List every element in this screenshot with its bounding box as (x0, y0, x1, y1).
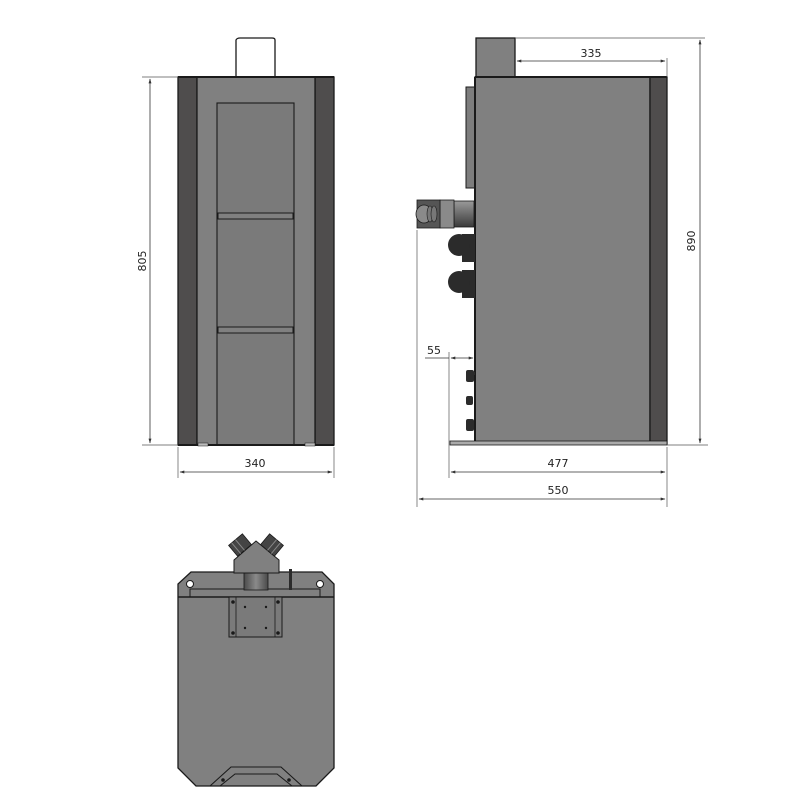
side-rear-panel (465, 86, 476, 189)
top-y-outlet-right (260, 533, 284, 557)
front-door (216, 102, 295, 446)
side-view: 335 890 55 477 550 (415, 37, 708, 507)
side-body (474, 76, 651, 445)
side-total-depth-label: 550 (548, 484, 569, 497)
water-connection-1 (448, 234, 475, 262)
front-door-divider-1 (217, 212, 294, 220)
small-valves (466, 370, 475, 431)
exhaust-pipe-connector (415, 199, 475, 229)
side-foot-offset-label: 55 (427, 344, 441, 357)
front-top-handle (235, 37, 276, 76)
top-corner-hole-left (186, 580, 194, 588)
front-view: 805 340 (136, 37, 335, 478)
side-body-depth-label: 477 (548, 457, 569, 470)
top-mounting-plate (228, 596, 283, 638)
side-flue-offset-label: 335 (581, 47, 602, 60)
top-front-handle (209, 766, 303, 787)
front-left-side-panel (177, 76, 198, 446)
side-base-plate (449, 440, 668, 446)
front-height-label: 805 (136, 251, 149, 272)
top-y-splitter (233, 540, 280, 574)
top-body (177, 571, 335, 787)
top-y-outlet-left (228, 533, 252, 557)
side-flue-box (475, 37, 516, 78)
front-door-divider-2 (217, 326, 294, 334)
side-front-panel (649, 76, 668, 445)
front-width-label: 340 (245, 457, 266, 470)
top-view (177, 533, 335, 787)
front-right-side-panel (314, 76, 335, 446)
side-height-label: 890 (685, 231, 698, 252)
water-connection-2 (448, 270, 475, 298)
top-flue-stub (243, 572, 269, 591)
top-corner-hole-right (316, 580, 324, 588)
